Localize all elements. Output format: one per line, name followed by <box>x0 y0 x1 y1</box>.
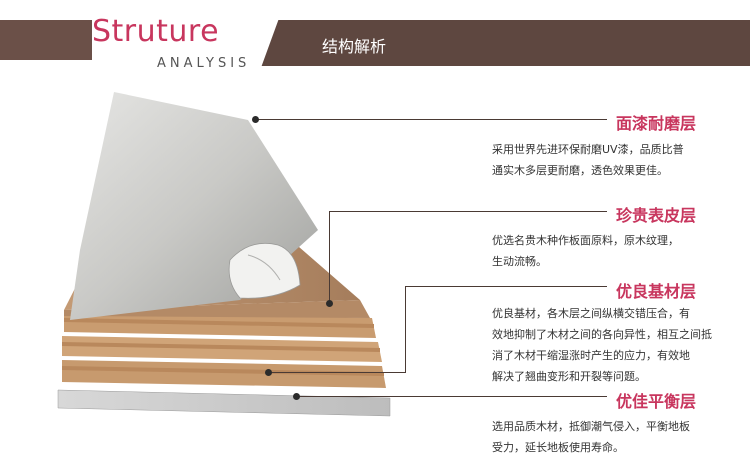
substrate-layers <box>62 312 386 388</box>
connector-line <box>405 286 607 287</box>
header: Struture ANALYSIS 结构解析 <box>0 0 750 80</box>
header-band-left <box>0 20 92 60</box>
section-desc-veneer-layer: 优选名贵木种作板面原料，原木纹理， 生动流畅。 <box>492 234 679 268</box>
section-title-substrate-layer: 优良基材层 <box>616 282 697 301</box>
connector-line <box>268 372 406 373</box>
connector-line <box>329 211 330 303</box>
section-title-veneer-layer: 珍贵表皮层 <box>616 206 697 225</box>
page-subtitle: ANALYSIS <box>157 56 251 71</box>
section-desc-balance-layer: 选用品质木材，抵御潮气侵入，平衡地板 受力，延长地板使用寿命。 <box>492 420 690 454</box>
section-desc-substrate-layer: 优良基材，各木层之间纵横交错压合，有 效地抑制了木材之间的各向异性，相互之间抵 … <box>492 307 712 383</box>
connector-line <box>296 396 607 397</box>
page-title: Struture <box>92 14 220 49</box>
connector-dot <box>293 393 300 400</box>
balance-layer <box>57 389 391 417</box>
connector-dot <box>265 369 272 376</box>
section-desc-wear-layer: 采用世界先进环保耐磨UV漆，品质比普 通实木多层更耐磨，透色效果更佳。 <box>492 143 684 177</box>
section-heading: 结构解析 <box>322 37 387 56</box>
connector-dot <box>326 300 333 307</box>
connector-line <box>405 286 406 372</box>
connector-line <box>329 211 607 212</box>
connector-line <box>255 119 607 120</box>
wear-layer <box>70 92 318 320</box>
header-band-right <box>282 20 750 66</box>
connector-dot <box>252 116 259 123</box>
section-title-wear-layer: 面漆耐磨层 <box>616 114 697 133</box>
section-title-balance-layer: 优佳平衡层 <box>616 392 697 411</box>
